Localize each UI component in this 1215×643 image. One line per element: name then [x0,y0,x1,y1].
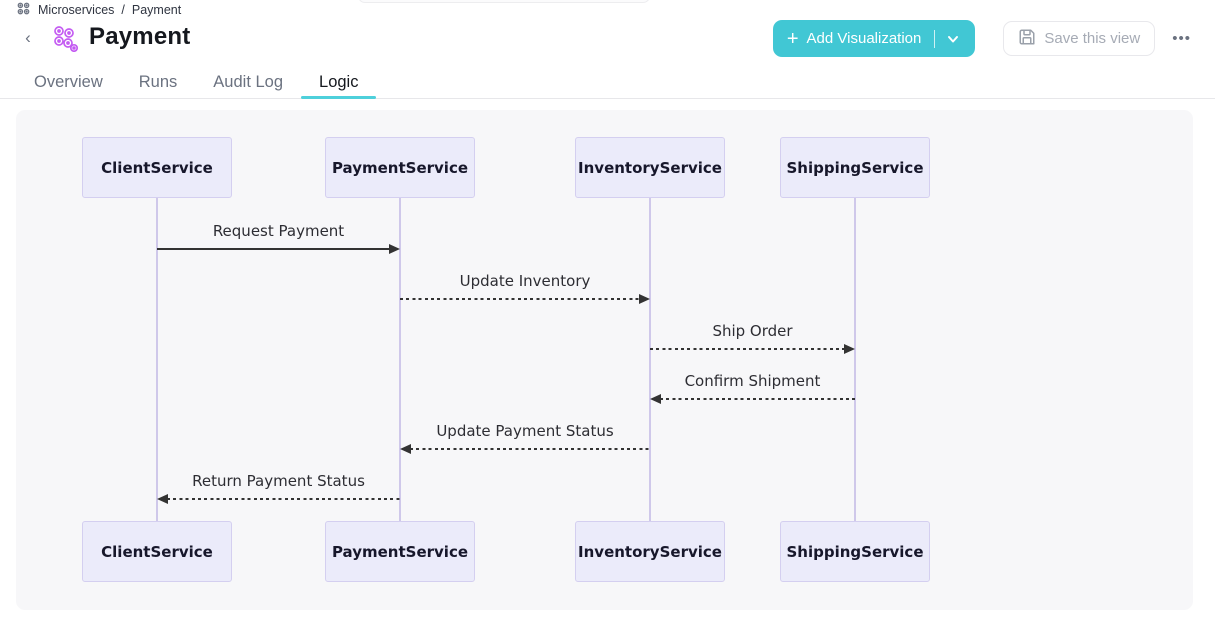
actor-top-ShippingService: ShippingService [780,137,930,198]
tab-runs[interactable]: Runs [121,60,196,98]
message-label-2: Ship Order [593,322,913,340]
message-line-0 [157,248,390,250]
button-divider [934,30,935,48]
message-label-0: Request Payment [119,222,439,240]
message-line-5 [167,498,400,500]
plus-icon: + [787,29,799,49]
message-arrowhead-1 [639,294,650,304]
message-arrowhead-3 [650,394,661,404]
page-header: ‹ Payment + Add Visualization [0,20,1215,58]
breadcrumb-item-payment[interactable]: Payment [132,3,181,17]
message-label-1: Update Inventory [365,272,685,290]
message-arrowhead-0 [389,244,400,254]
message-line-3 [660,398,855,400]
back-button[interactable]: ‹ [18,28,38,48]
breadcrumb-item-microservices[interactable]: Microservices [38,3,114,17]
message-line-4 [410,448,650,450]
header-actions: + Add Visualization Save this view ••• [773,20,1195,57]
actor-top-InventoryService: InventoryService [575,137,725,198]
lifeline-ShippingService [854,198,856,521]
message-arrowhead-2 [844,344,855,354]
tab-bar: Overview Runs Audit Log Logic [0,60,1215,99]
save-view-button[interactable]: Save this view [1003,21,1155,56]
more-options-button[interactable]: ••• [1168,29,1195,49]
breadcrumb: Microservices / Payment [16,1,181,19]
actor-top-ClientService: ClientService [82,137,232,198]
save-view-label: Save this view [1044,30,1140,47]
chevron-down-icon[interactable] [946,32,960,46]
microservices-cluster-icon [16,1,31,19]
message-label-3: Confirm Shipment [593,372,913,390]
tab-logic[interactable]: Logic [301,60,376,98]
add-visualization-label: Add Visualization [807,30,922,47]
add-visualization-button[interactable]: + Add Visualization [773,20,976,57]
actor-bottom-InventoryService: InventoryService [575,521,725,582]
page-title: Payment [89,23,190,51]
message-line-1 [400,298,640,300]
message-label-5: Return Payment Status [119,472,439,490]
actor-bottom-ClientService: ClientService [82,521,232,582]
message-arrowhead-5 [157,494,168,504]
top-edge-artifact [358,0,650,3]
payment-cluster-icon [52,25,79,57]
save-icon [1018,28,1036,50]
message-label-4: Update Payment Status [365,422,685,440]
tab-audit-log[interactable]: Audit Log [195,60,301,98]
lifeline-InventoryService [649,198,651,521]
tab-overview[interactable]: Overview [16,60,121,98]
breadcrumb-separator: / [121,3,124,17]
message-arrowhead-4 [400,444,411,454]
message-line-2 [650,348,845,350]
actor-bottom-ShippingService: ShippingService [780,521,930,582]
actor-top-PaymentService: PaymentService [325,137,475,198]
sequence-diagram: ClientServiceClientServicePaymentService… [16,110,1193,610]
actor-bottom-PaymentService: PaymentService [325,521,475,582]
